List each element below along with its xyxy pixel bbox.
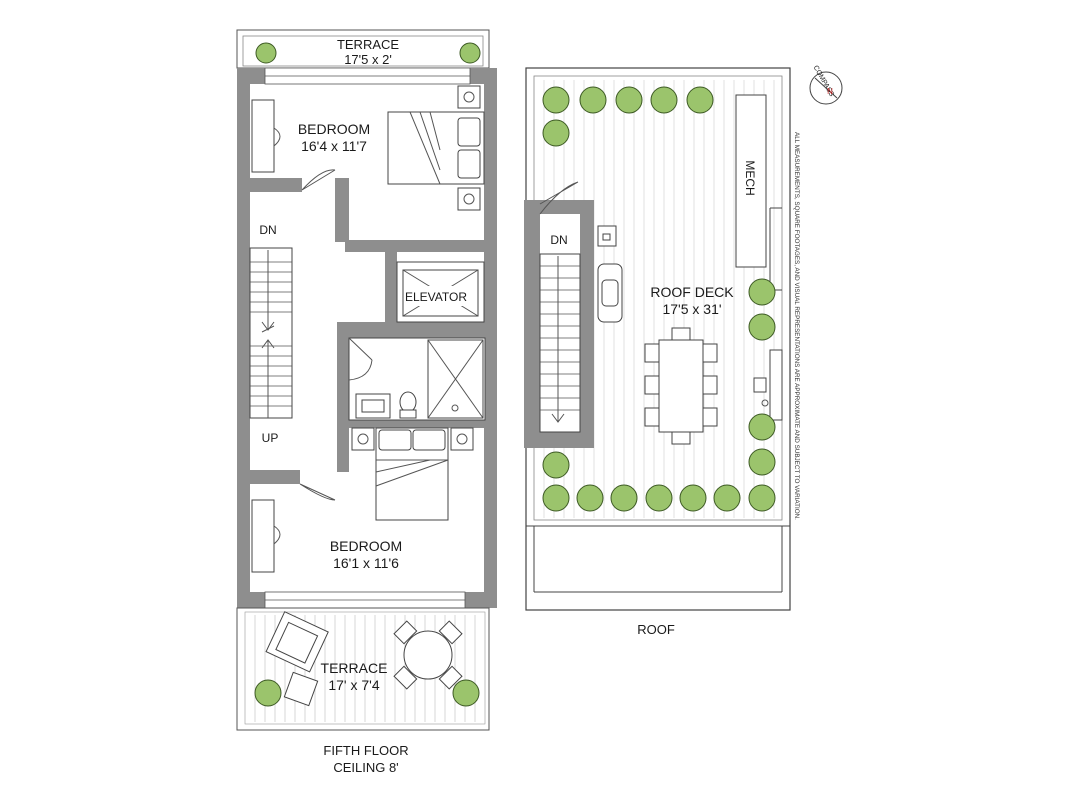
terrace-top-name: TERRACE (337, 37, 399, 52)
roof-stair-bulkhead (524, 181, 594, 448)
terrace-bottom-name: TERRACE (321, 660, 388, 676)
disclaimer: ALL MEASUREMENTS, SQUARE FOOTAGES, AND V… (793, 132, 800, 520)
fifth-floor-title: FIFTH FLOOR (323, 743, 408, 758)
compass-north: N (827, 87, 833, 96)
roof-title: ROOF (637, 622, 675, 637)
fifth-floor-plan: TERRACE 17'5 x 2' (236, 29, 497, 775)
roof-deck-name: ROOF DECK (650, 284, 734, 300)
fifth-floor-ceiling: CEILING 8' (333, 760, 398, 775)
stairs-up-label: UP (262, 431, 279, 445)
roof-deck-dimensions: 17'5 x 31' (662, 301, 721, 317)
bedroom-1-name: BEDROOM (298, 121, 370, 137)
terrace-bottom (236, 607, 490, 731)
mech-unit (735, 94, 767, 268)
elevator (396, 261, 485, 323)
plants-roof (542, 86, 776, 512)
bedroom-1-dimensions: 16'4 x 11'7 (301, 138, 367, 154)
bed-bedroom-2 (351, 427, 474, 521)
bedroom-2-name: BEDROOM (330, 538, 402, 554)
bedroom-2-dimensions: 16'1 x 11'6 (333, 555, 399, 571)
bed-bedroom-1 (387, 85, 485, 211)
compass-icon: COMPASS N (809, 65, 843, 105)
terrace-bottom-dimensions: 17' x 7'4 (328, 677, 379, 693)
terrace-top-dimensions: 17'5 x 2' (344, 52, 392, 67)
elevator-label: ELEVATOR (405, 290, 467, 304)
roof-plan: MECH DN (524, 67, 791, 637)
roof-stairs-down-label: DN (550, 233, 567, 247)
stairs-down-label: DN (259, 223, 276, 237)
roof-dining-table (644, 327, 718, 445)
plants-fifth-floor (254, 42, 481, 707)
mech-label: MECH (743, 160, 757, 195)
stairs-fifth-floor (249, 247, 293, 419)
bathroom (348, 337, 486, 421)
